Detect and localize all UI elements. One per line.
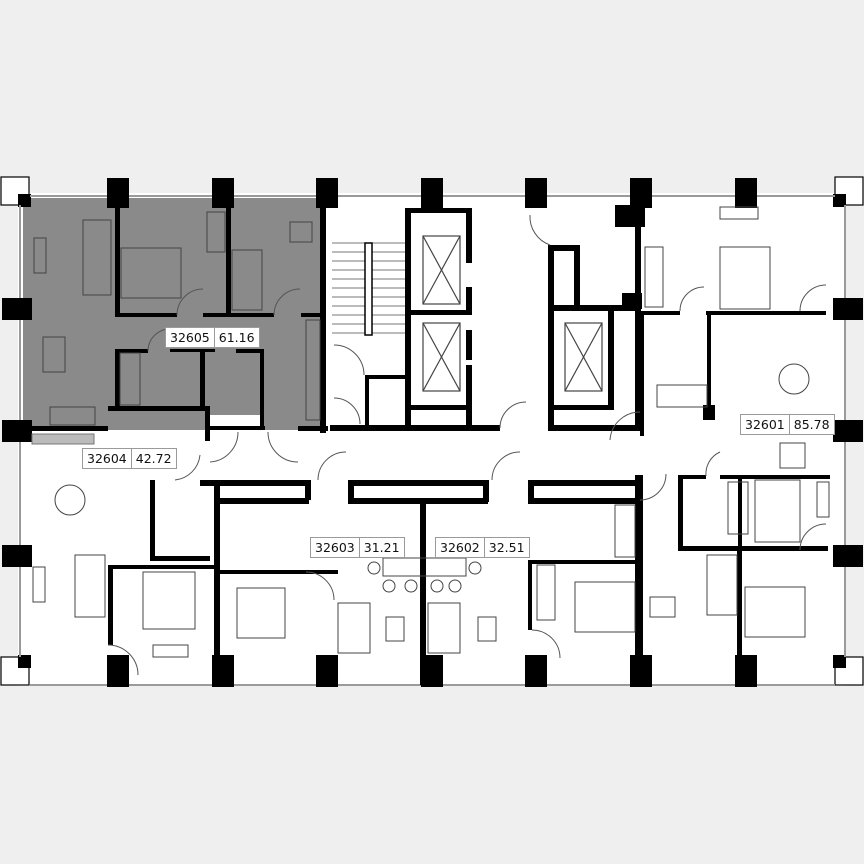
elevator-icon [564,322,603,392]
apartment-label-32602[interactable]: 32602 32.51 [435,537,530,558]
wardrobe-icon [206,211,226,253]
apartment-label-32604[interactable]: 32604 42.72 [82,448,177,469]
armchair-icon [779,442,806,469]
sofa-icon [754,479,801,543]
chair-icon [289,221,313,243]
apartment-number: 32602 [436,538,485,557]
bed-icon [231,249,263,311]
dining-table-icon [54,484,86,516]
furniture [32,206,830,658]
kitchen-counter-icon [49,406,96,426]
elevator-icon [422,235,461,305]
doors [107,214,827,676]
apartment-label-32601[interactable]: 32601 85.78 [740,414,835,435]
sofa-icon [74,554,106,618]
wardrobe-icon [536,564,556,621]
bed-icon [427,602,461,654]
ottoman-icon [385,616,405,642]
dining-table-icon [42,336,66,373]
bed-icon [744,586,806,638]
bed-icon [719,246,771,310]
tv-icon [152,644,189,658]
radiator-icon [31,433,95,445]
ottoman-icon [477,616,497,642]
apartment-label-32603[interactable]: 32603 31.21 [310,537,405,558]
apartment-area: 31.21 [363,540,400,555]
bathtub-icon [727,481,749,535]
sofa-icon [82,219,112,296]
stairs[interactable] [332,242,405,336]
elevator-icon [422,322,461,392]
corner-boxes [0,176,864,686]
tv-icon [816,481,830,518]
apartment-area: 42.72 [135,451,172,466]
bar-counter-icon [382,557,467,577]
dining-table-icon [778,363,810,395]
armchair-icon [649,596,676,618]
apartment-number: 32605 [166,328,215,347]
bed-icon [337,602,371,654]
tv-icon [32,566,46,603]
apartment-area: 61.16 [218,330,255,345]
bathtub-icon [119,352,141,406]
apartment-number: 32601 [741,415,790,434]
columns [2,178,863,687]
bar-stools [367,561,482,593]
apartment-area: 32.51 [488,540,525,555]
bed-icon [120,247,182,299]
apartment-label-32605[interactable]: 32605 61.16 [165,327,260,348]
tv-icon [33,237,47,274]
wardrobe-icon [305,319,321,421]
bed-icon [236,587,286,639]
bathtub-icon [614,504,636,558]
elevators [422,235,603,392]
apartment-number: 32603 [311,538,360,557]
bed-icon [574,581,636,633]
tv-icon [719,206,759,220]
apartment-number: 32604 [83,449,132,468]
walls [28,205,830,685]
bed-icon [706,554,738,616]
apartment-area: 85.78 [793,417,830,432]
bed-icon [142,571,196,630]
wardrobe-icon [644,246,664,308]
bathtub-icon [656,384,708,408]
